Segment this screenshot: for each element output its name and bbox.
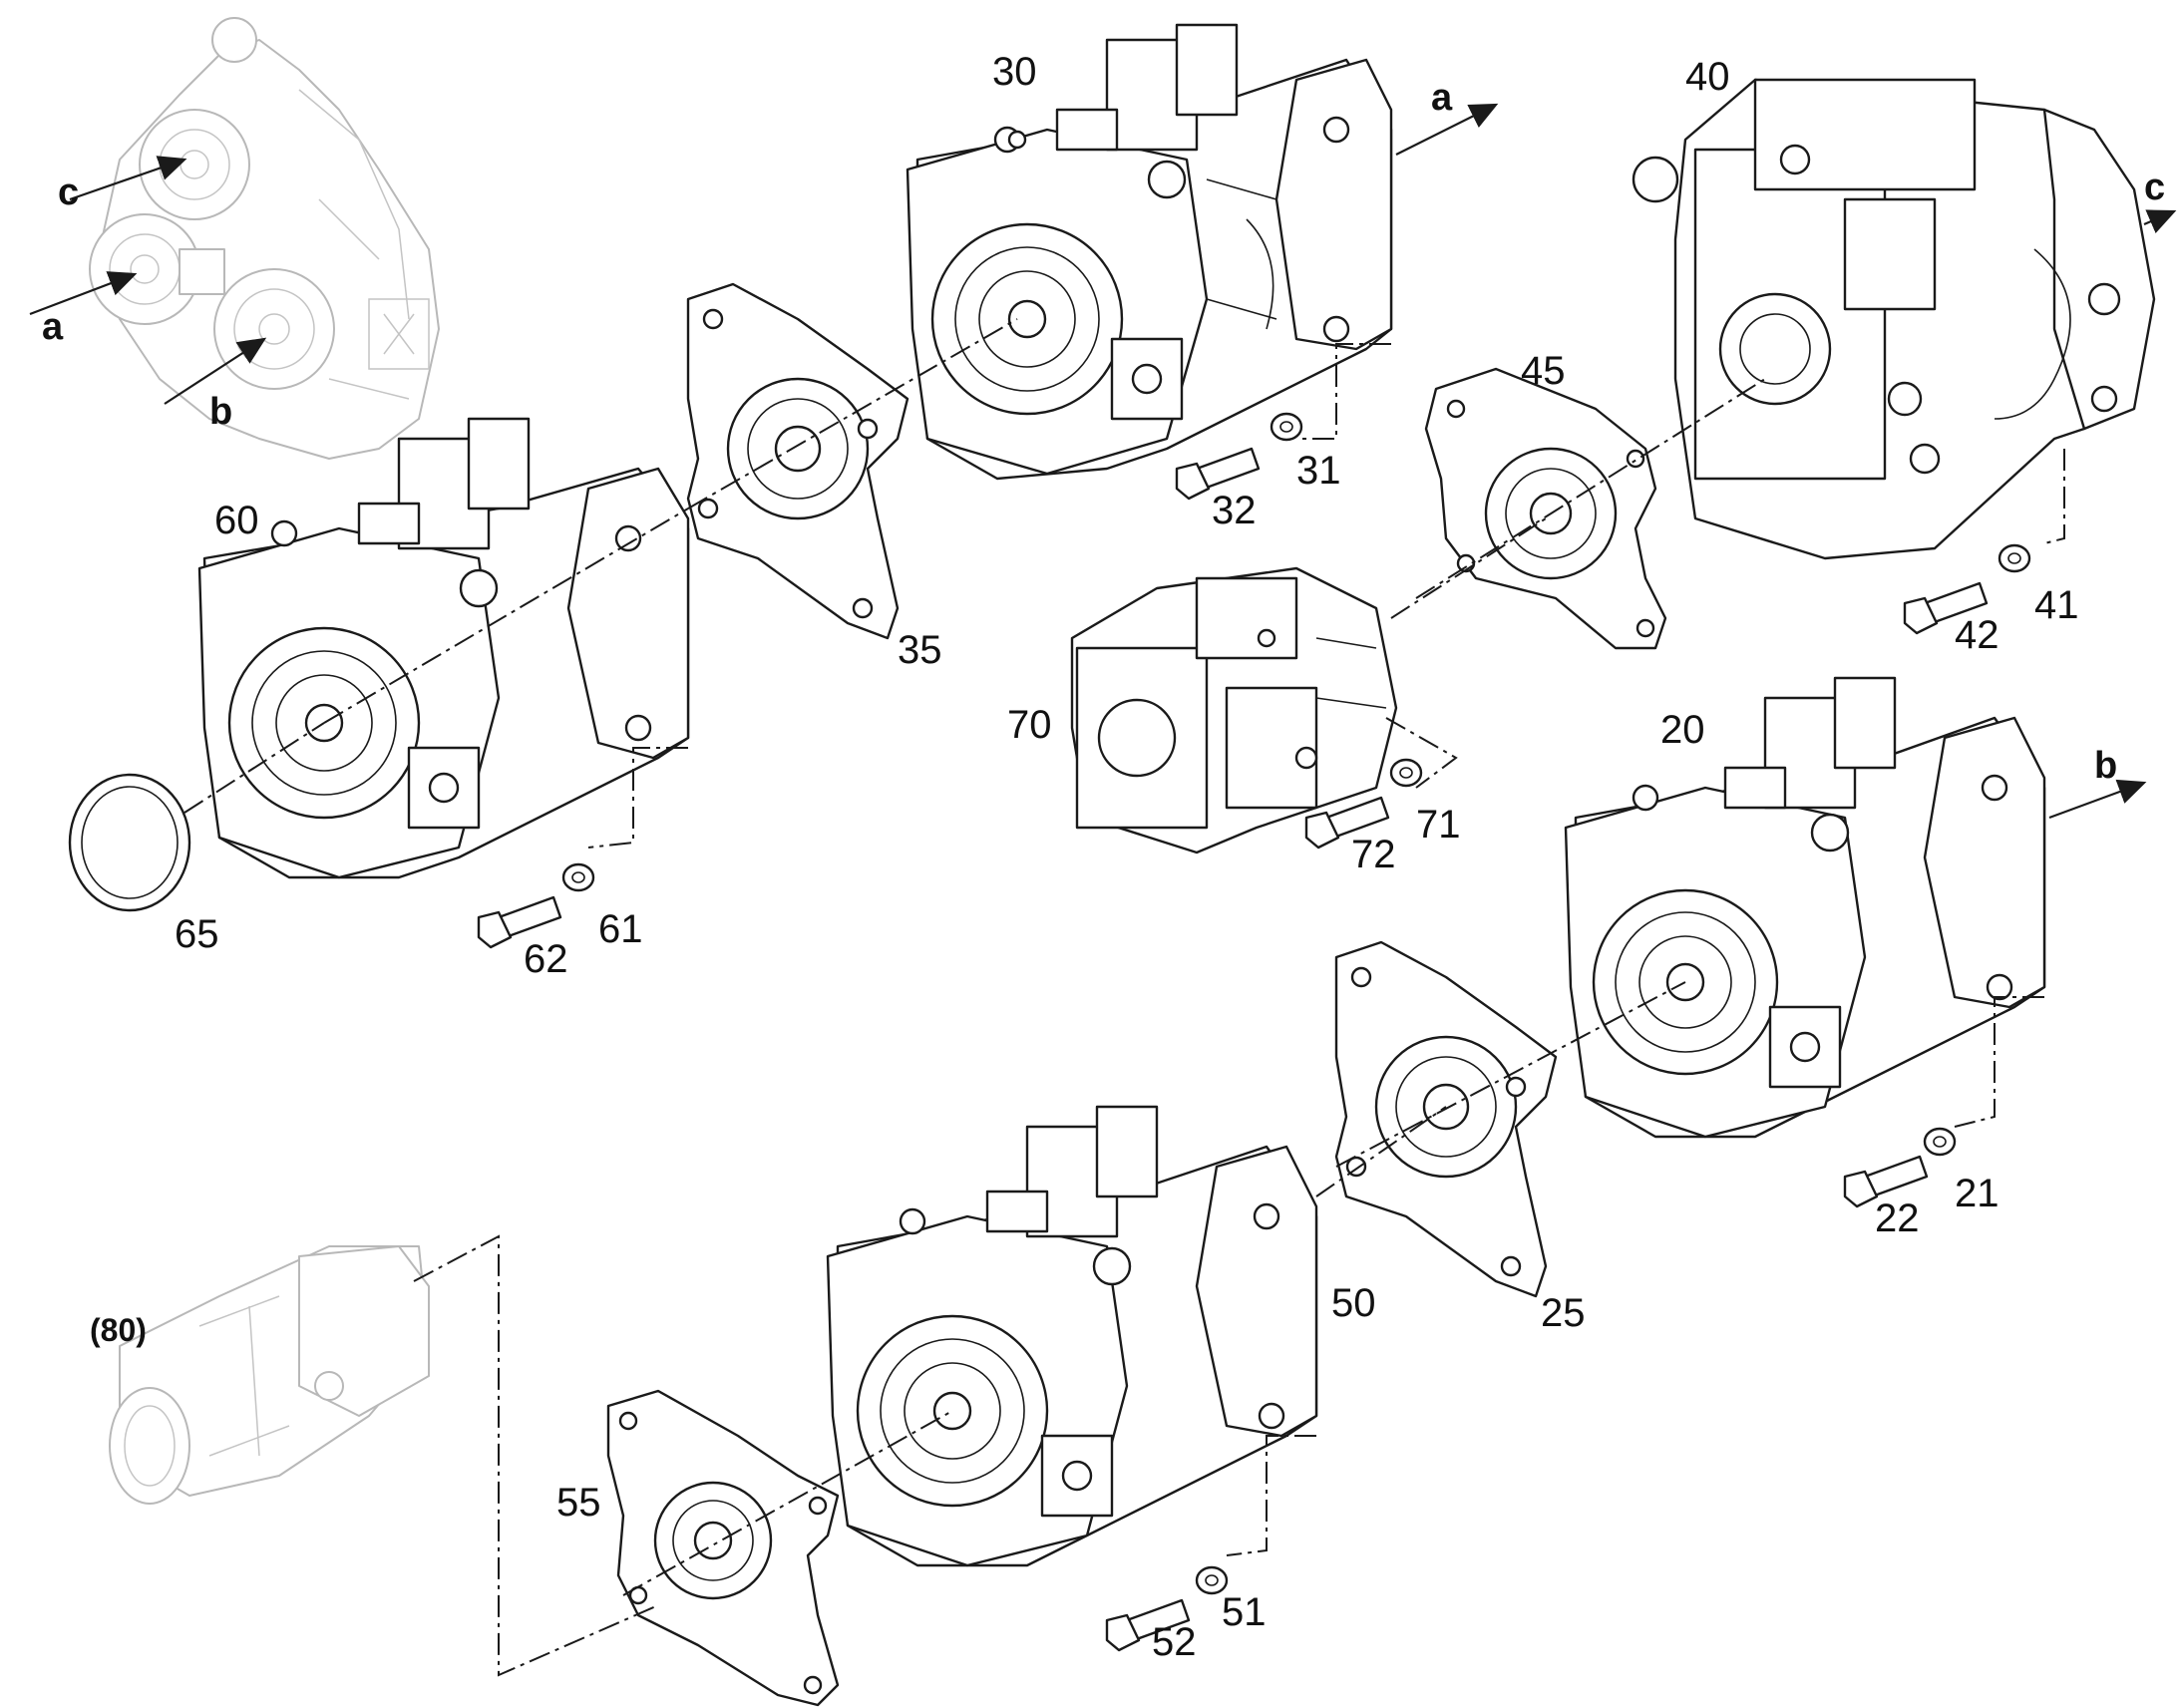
hydraulic-pump-60	[197, 417, 690, 879]
assembly-line-35-30	[687, 318, 1018, 510]
bolt-icon-52	[1105, 1598, 1191, 1652]
washer-icon-41	[1998, 543, 2031, 573]
assembly-line-70-45	[1390, 517, 1547, 619]
assembly-line-55-50	[622, 1410, 953, 1596]
arrow-label-c: c	[58, 171, 79, 213]
gear-pump-icon-80	[109, 1245, 430, 1505]
bolt-icon-42	[1903, 581, 1989, 635]
callout-21: 21	[1955, 1172, 1999, 1215]
assembly-line-40-41	[2043, 449, 2065, 544]
washer-icon-21	[1923, 1127, 1957, 1157]
adapter-flange-45	[1424, 367, 1667, 650]
hydraulic-pump-20	[1564, 676, 2046, 1139]
callout-71: 71	[1416, 803, 1461, 847]
washer-icon-51	[1195, 1565, 1229, 1595]
assembly-line-60-35	[323, 508, 689, 724]
hydraulic-pump-30	[906, 23, 1393, 481]
washer-icon-71	[1389, 758, 1423, 788]
assembly-line-45-40	[1415, 378, 1766, 599]
reference-arrow-b-out: b	[2048, 745, 2147, 820]
assembly-line-25-20	[1335, 981, 1686, 1168]
bolt-icon-62	[477, 895, 562, 949]
bolt-icon-32	[1175, 447, 1261, 501]
assembly-line-20-21	[1954, 996, 2044, 1128]
callout-51: 51	[1222, 1590, 1267, 1634]
adapter-flange-25	[1334, 940, 1558, 1298]
transfer-gearbox-icon	[89, 17, 440, 460]
washer-icon-31	[1270, 412, 1303, 442]
callout-25: 25	[1541, 1291, 1586, 1335]
callout-55: 55	[556, 1481, 601, 1525]
callout-41: 41	[2034, 583, 2079, 627]
reference-arrow-c: c	[58, 156, 187, 213]
callout-40: 40	[1685, 55, 1730, 99]
assembly-line-60-61	[587, 747, 688, 849]
hydraulic-pump-50	[826, 1105, 1318, 1567]
callout-70: 70	[1007, 703, 1052, 747]
callout-80: (80)	[90, 1312, 147, 1348]
callout-50: 50	[1331, 1281, 1376, 1325]
reference-arrow-b: b	[164, 337, 267, 433]
callout-72: 72	[1351, 833, 1396, 876]
arrow-label-b: b	[209, 391, 232, 433]
assembly-line-65-60	[183, 722, 325, 814]
retaining-ring-icon-65	[68, 773, 191, 912]
assembly-line-70-71	[1385, 717, 1458, 789]
callout-labels: 30 31 32 35 40 41 42 45 70 71 72 60 61 6…	[90, 50, 2079, 1664]
callout-20: 20	[1660, 708, 1705, 752]
callout-42: 42	[1955, 613, 1999, 657]
bolt-icon-22	[1843, 1155, 1929, 1208]
assembly-line-80-55	[413, 1234, 659, 1677]
bolt-icon-72	[1304, 796, 1390, 850]
callout-35: 35	[898, 628, 942, 672]
callout-65: 65	[175, 912, 219, 956]
callout-52: 52	[1152, 1620, 1197, 1664]
assembly-line-50-51	[1226, 1435, 1316, 1556]
callout-61: 61	[598, 907, 643, 951]
reference-arrow-a-out: a	[1395, 77, 1499, 156]
reference-arrow-a: a	[29, 271, 138, 348]
adapter-flange-55	[606, 1389, 840, 1707]
callout-31: 31	[1296, 449, 1341, 493]
adapter-flange-35	[686, 282, 909, 640]
arrow-label-b-out: b	[2094, 745, 2117, 787]
hydraulic-pump-40	[1632, 78, 2156, 560]
callout-45: 45	[1521, 349, 1566, 393]
arrow-label-a: a	[42, 306, 64, 348]
hydraulic-pump-70	[1070, 566, 1398, 854]
assembly-line-50-25	[1315, 1106, 1447, 1197]
arrow-label-c-out: c	[2144, 167, 2165, 208]
arrow-label-a-out: a	[1431, 77, 1453, 119]
washer-icon-61	[561, 862, 595, 892]
callout-22: 22	[1875, 1196, 1920, 1240]
callout-32: 32	[1212, 489, 1257, 532]
callout-30: 30	[992, 50, 1037, 94]
assembly-line-30-31	[1296, 343, 1391, 440]
callout-60: 60	[214, 499, 259, 542]
reference-arrow-c-out: c	[2143, 167, 2177, 233]
callout-62: 62	[524, 937, 568, 981]
